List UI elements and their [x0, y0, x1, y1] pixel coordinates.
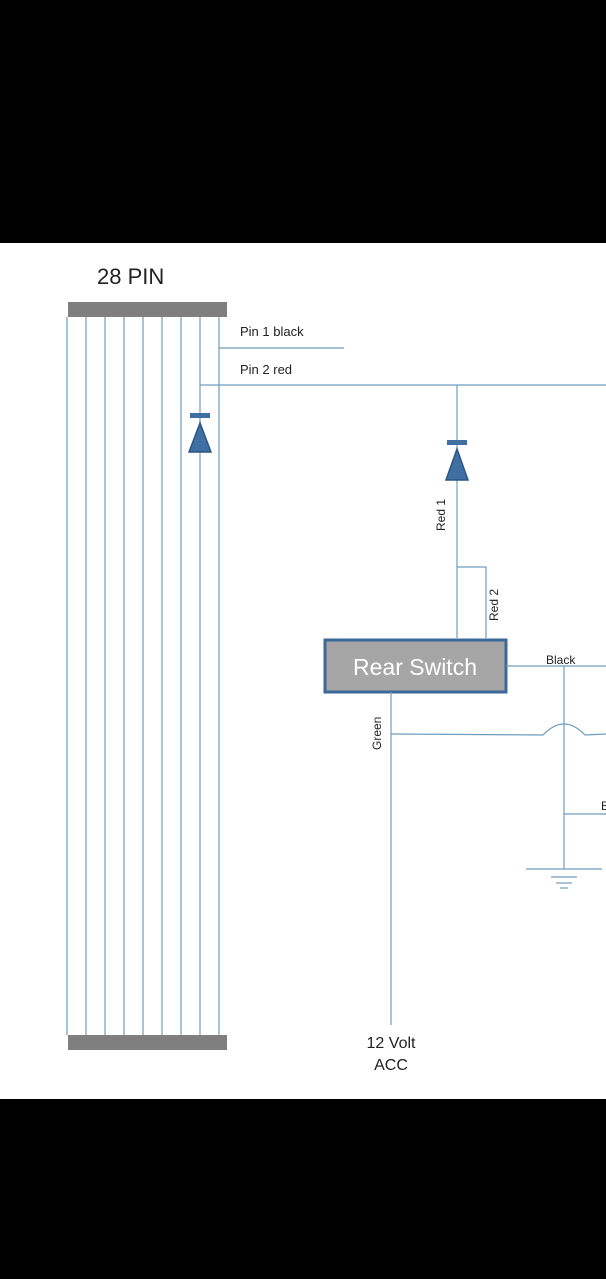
rear-switch-label: Rear Switch	[353, 654, 477, 680]
connector-pin-lines	[66, 317, 220, 1035]
bottom-letterbox	[0, 1099, 606, 1279]
black-label: Black	[546, 653, 576, 667]
diode-right-icon	[444, 440, 470, 481]
wiring-diagram: 28 PIN Pin 1 black Pin 2 red	[0, 243, 606, 1099]
rear-switch: Rear Switch	[323, 638, 508, 694]
ground-icon	[526, 868, 602, 889]
volt-label: 12 Volt	[367, 1035, 416, 1052]
top-letterbox	[0, 0, 606, 243]
red2-label: Red 2	[487, 589, 501, 621]
red1-label: Red 1	[434, 499, 448, 531]
green-wire	[390, 723, 606, 736]
pin2-label: Pin 2 red	[240, 362, 292, 377]
connector-top-bar	[68, 302, 227, 317]
black-partial-label: B	[601, 799, 606, 813]
acc-label: ACC	[374, 1057, 408, 1074]
green-label: Green	[370, 717, 384, 750]
pin1-label: Pin 1 black	[240, 324, 304, 339]
connector-bottom-bar	[68, 1035, 227, 1050]
red2-wire	[457, 566, 487, 638]
diagram-svg: 28 PIN Pin 1 black Pin 2 red	[66, 264, 606, 1074]
connector-title: 28 PIN	[97, 264, 164, 289]
diode-left-icon	[187, 413, 213, 453]
